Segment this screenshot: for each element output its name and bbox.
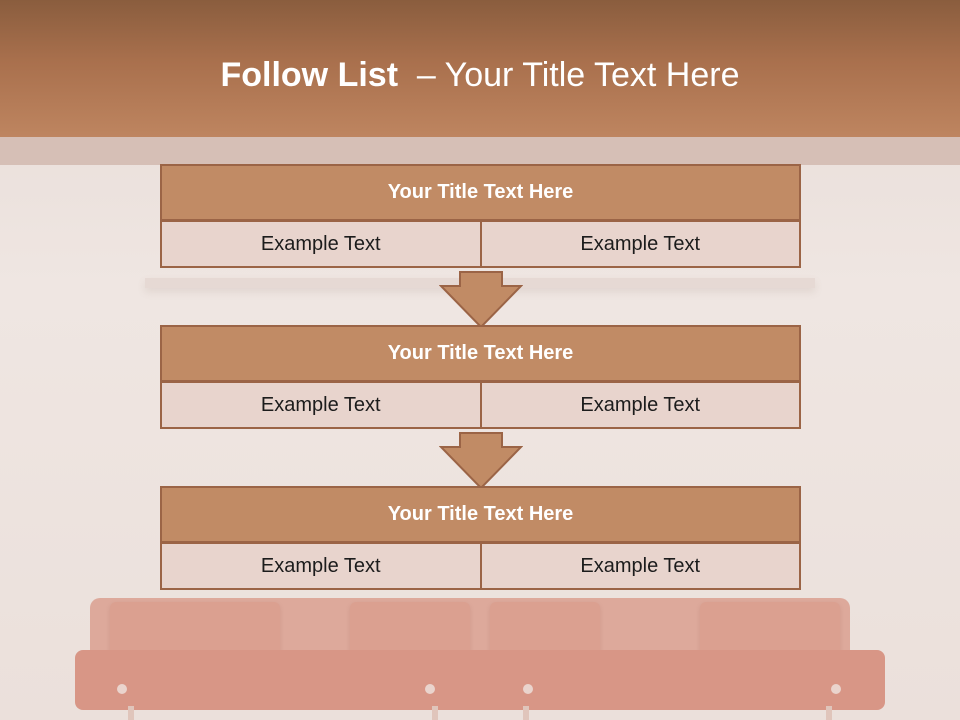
slide-title[interactable]: Follow List – Your Title Text Here — [0, 50, 960, 100]
flow-block[interactable]: Your Title Text Here Example Text Exampl… — [160, 164, 801, 268]
block-title[interactable]: Your Title Text Here — [160, 164, 801, 221]
block-cell-right[interactable]: Example Text — [479, 542, 801, 590]
sofa-stud — [425, 684, 435, 694]
slide-title-bold: Follow List — [220, 56, 399, 94]
block-row: Example Text Example Text — [160, 381, 801, 429]
block-row: Example Text Example Text — [160, 220, 801, 268]
block-cell-right[interactable]: Example Text — [479, 220, 801, 268]
block-cell-left[interactable]: Example Text — [160, 381, 482, 429]
block-cell-left[interactable]: Example Text — [160, 542, 482, 590]
block-row: Example Text Example Text — [160, 542, 801, 590]
down-arrow-icon — [439, 271, 523, 328]
flow-block[interactable]: Your Title Text Here Example Text Exampl… — [160, 486, 801, 590]
sofa-leg — [826, 706, 832, 720]
down-arrow-icon — [439, 432, 523, 489]
block-cell-left[interactable]: Example Text — [160, 220, 482, 268]
title-bar — [0, 0, 960, 137]
block-cell-right[interactable]: Example Text — [479, 381, 801, 429]
sofa-stud — [523, 684, 533, 694]
sofa-leg — [128, 706, 134, 720]
flow-block[interactable]: Your Title Text Here Example Text Exampl… — [160, 325, 801, 429]
sofa-leg — [523, 706, 529, 720]
sofa-leg — [432, 706, 438, 720]
sofa-seat — [75, 650, 885, 710]
slide-title-rest: – Your Title Text Here — [398, 56, 740, 94]
block-title[interactable]: Your Title Text Here — [160, 325, 801, 382]
sofa-stud — [117, 684, 127, 694]
sofa-stud — [831, 684, 841, 694]
title-bar-underband — [0, 137, 960, 165]
block-title[interactable]: Your Title Text Here — [160, 486, 801, 543]
